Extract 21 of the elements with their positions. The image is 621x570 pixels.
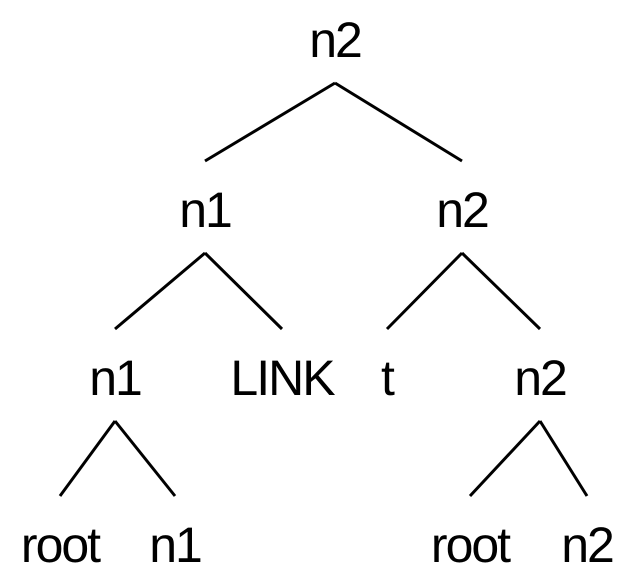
tree-node-label: n2: [561, 520, 613, 570]
tree-node-label: n1: [149, 520, 201, 570]
tree-branch-line: [204, 252, 284, 330]
tree-node-label: LINK: [230, 353, 334, 403]
tree-node-label: root: [20, 520, 100, 570]
tree-branch-line: [204, 82, 336, 162]
tree-branch-line: [334, 82, 463, 162]
tree-branch-line: [538, 420, 588, 497]
tree-node-label: root: [430, 520, 510, 570]
tree-branch-line: [386, 252, 464, 330]
tree-branch-line: [114, 252, 206, 330]
tree-node-label: n1: [89, 353, 141, 403]
tree-node-label: n1: [179, 185, 231, 235]
tree-branch-line: [58, 420, 116, 497]
tree-node-label: t: [381, 353, 393, 403]
tree-branch-line: [468, 420, 542, 498]
tree-branch-line: [114, 420, 176, 497]
tree-node-label: n2: [436, 185, 488, 235]
tree-node-label: n2: [309, 15, 361, 65]
tree-node-label: n2: [514, 353, 566, 403]
tree-branch-line: [460, 252, 542, 330]
